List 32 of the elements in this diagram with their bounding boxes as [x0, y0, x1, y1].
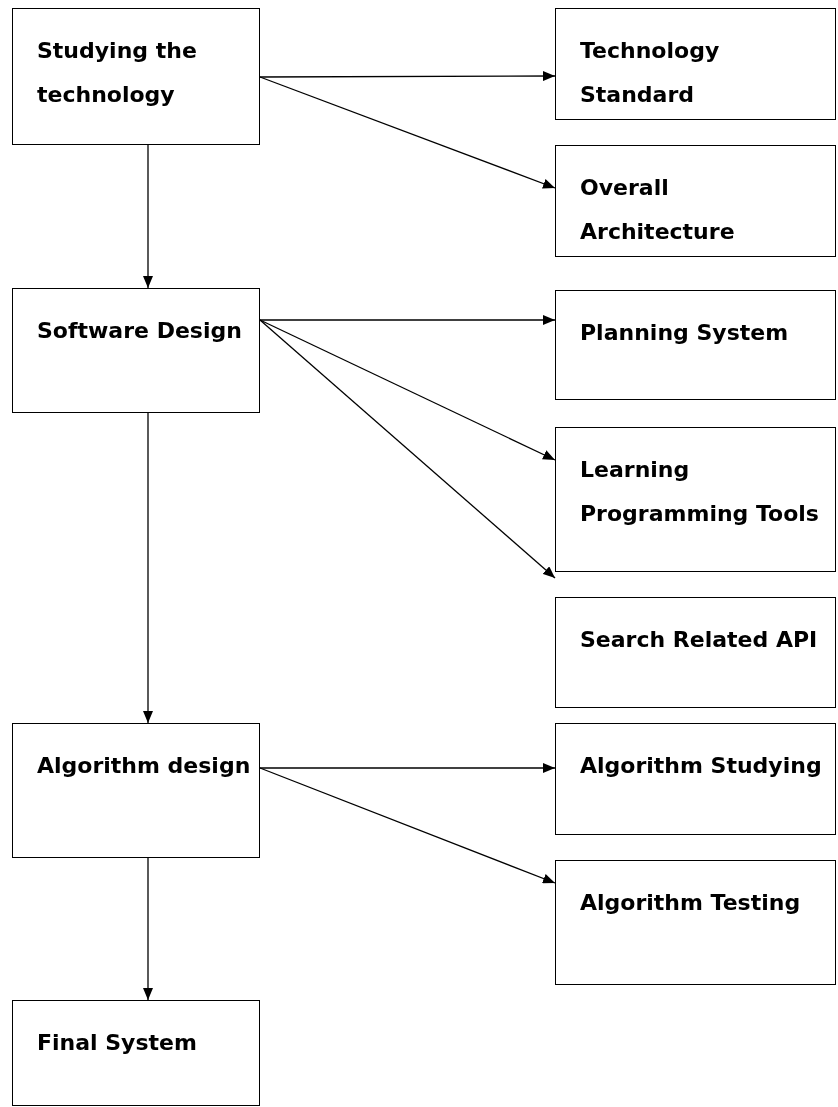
arrow	[143, 144, 153, 289]
process-box	[555, 290, 836, 400]
box-label: Planning System	[580, 319, 790, 347]
arrow	[259, 315, 556, 325]
process-box	[12, 723, 260, 858]
arrow	[143, 857, 153, 1001]
process-box	[555, 8, 836, 120]
box-label: Final System	[37, 1029, 198, 1057]
box-label: Algorithm Testing	[580, 889, 802, 917]
process-box	[555, 427, 836, 572]
process-box	[12, 288, 260, 413]
box-label: Software Design	[37, 317, 243, 345]
arrow	[259, 319, 556, 579]
arrow	[259, 763, 556, 773]
process-box	[555, 145, 836, 257]
process-box	[12, 8, 260, 145]
arrow	[259, 76, 556, 189]
box-label: Search Related API	[580, 626, 819, 654]
box-label: Learning Programming Tools	[580, 456, 820, 528]
box-label: Algorithm Studying	[580, 752, 823, 780]
arrow	[259, 767, 556, 884]
process-box	[555, 860, 836, 985]
arrow	[259, 71, 556, 82]
box-label: Algorithm design	[37, 752, 251, 780]
arrow	[143, 412, 153, 724]
arrow	[259, 319, 556, 461]
process-box	[12, 1000, 260, 1106]
process-box	[555, 723, 836, 835]
box-label: Technology Standard	[580, 37, 721, 109]
box-label: Overall Architecture	[580, 174, 736, 246]
process-box	[555, 597, 836, 708]
box-label: Studying the technology	[37, 37, 198, 109]
